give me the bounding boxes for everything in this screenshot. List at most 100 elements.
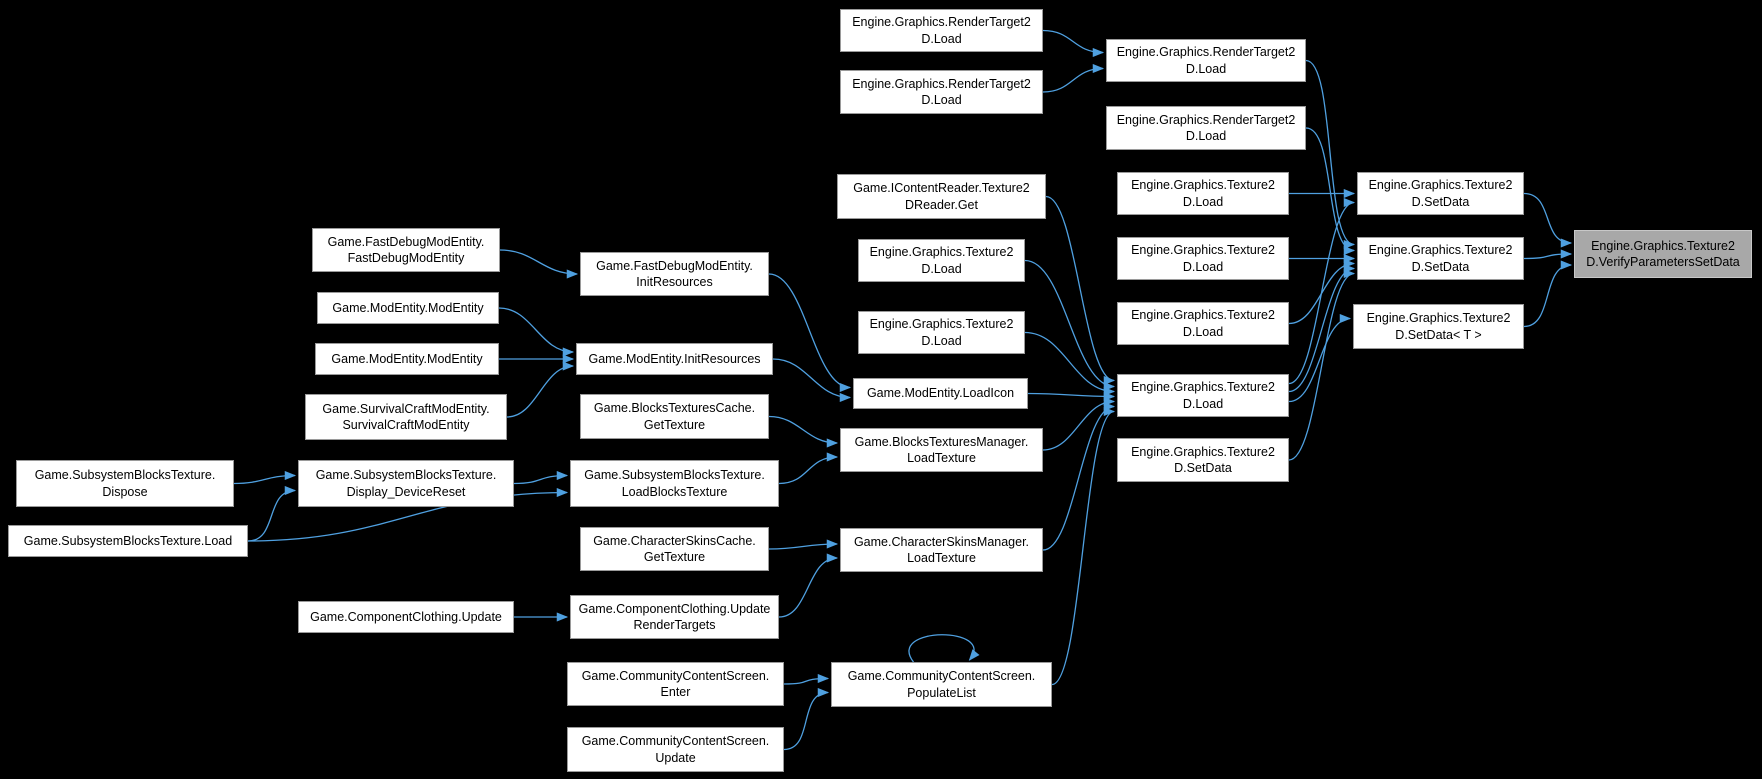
node-label-line: D.Load: [921, 333, 962, 348]
graph-node-ccs-update[interactable]: Game.CommunityContentScreen.Update: [567, 727, 784, 772]
graph-edge-t2d-load-a--t2d-load-hub: [1024, 259, 1116, 392]
graph-edge-ccs-pop--ccs-pop: [908, 634, 980, 663]
node-label-line: D.Load: [921, 261, 962, 276]
node-label-line: Engine.Graphics.Texture2: [1131, 308, 1275, 323]
node-label-line: D.Load: [1185, 129, 1227, 143]
graph-node-btm-lt[interactable]: Game.BlocksTexturesManager.LoadTexture: [840, 428, 1043, 472]
graph-edge-lbt--btm-lt: [778, 452, 839, 485]
graph-node-me-ctor-2[interactable]: Game.ModEntity.ModEntity: [315, 343, 499, 375]
graph-edge-fdme-ctor--fdme-init: [499, 249, 579, 279]
node-label-line: Game.CommunityContentScreen.: [581, 668, 770, 683]
graph-edge-t2d-setdata-5--setdata-b: [1288, 269, 1356, 461]
graph-edge-icr-get--t2d-load-hub: [1045, 195, 1116, 385]
graph-edge-rt-load-d--setdata-b: [1305, 127, 1356, 256]
graph-node-sbt-load[interactable]: Game.SubsystemBlocksTexture.Load: [8, 525, 248, 557]
node-label-line: Game.FastDebugModEntity.: [327, 234, 485, 249]
graph-edge-loadicon--t2d-load-hub: [1027, 391, 1116, 402]
node-label-line: D.Load: [1182, 396, 1224, 411]
graph-node-csc-get[interactable]: Game.CharacterSkinsCache.GetTexture: [580, 527, 769, 571]
graph-edge-csm-lt--t2d-load-hub: [1042, 401, 1116, 551]
node-label-line: Display_DeviceReset: [346, 484, 466, 499]
graph-edge-t2d-load-hub--setdata-b: [1288, 263, 1356, 393]
graph-node-loadicon[interactable]: Game.ModEntity.LoadIcon: [853, 378, 1028, 409]
node-label-line: FastDebugModEntity: [347, 251, 465, 265]
node-label-line: D.Load: [1185, 61, 1227, 76]
node-label-line: Engine.Graphics.Texture2: [869, 317, 1014, 332]
graph-edge-sbt-load--ddr: [247, 485, 297, 542]
node-label-line: Engine.Graphics.Texture2: [1131, 380, 1275, 395]
graph-edge-ddr--lbt: [513, 470, 569, 485]
node-label-line: Engine.Graphics.Texture2: [869, 245, 1014, 260]
graph-node-dispose[interactable]: Game.SubsystemBlocksTexture.Dispose: [16, 460, 234, 507]
graph-edge-setdata-a--verify: [1523, 192, 1573, 248]
node-label-line: Engine.Graphics.Texture2: [1591, 238, 1735, 253]
node-label-line: Engine.Graphics.RenderTarget2: [852, 76, 1031, 91]
node-label-line: Game.ComponentClothing.Update: [578, 601, 771, 616]
node-label-line: Game.ModEntity.LoadIcon: [866, 386, 1015, 401]
node-label-line: Game.CharacterSkinsManager.: [853, 534, 1030, 549]
node-label-line: Game.SurvivalCraftModEntity.: [322, 401, 490, 416]
node-label-line: Dispose: [102, 484, 148, 499]
graph-node-me-ctor-1[interactable]: Game.ModEntity.ModEntity: [317, 292, 499, 324]
graph-edge-t2d-load-hub--setdata-a: [1288, 198, 1356, 385]
graph-edge-t2d-load-b--t2d-load-hub: [1024, 331, 1116, 397]
graph-node-btc-get[interactable]: Game.BlocksTexturesCache.GetTexture: [580, 394, 769, 439]
node-label-line: GetTexture: [643, 417, 706, 432]
node-label-line: Game.ComponentClothing.Update: [310, 609, 502, 624]
graph-node-scme-ctor[interactable]: Game.SurvivalCraftModEntity. SurvivalCraf…: [305, 394, 507, 440]
node-label-line: Engine.Graphics.Texture2: [1131, 178, 1275, 193]
node-label-line: LoadTexture: [907, 451, 976, 465]
node-label-line: Game.SubsystemBlocksTexture.: [34, 468, 216, 483]
node-label-line: Engine.Graphics.RenderTarget2: [1116, 112, 1296, 127]
graph-node-ccs-enter[interactable]: Game.CommunityContentScreen.Enter: [567, 662, 784, 706]
node-label-line: Game.CommunityContentScreen.: [847, 669, 1036, 684]
graph-node-me-init[interactable]: Game.ModEntity.InitResources: [576, 343, 773, 375]
node-label-line: D.SetData: [1411, 259, 1470, 274]
node-label-line: Engine.Graphics.RenderTarget2: [852, 15, 1031, 30]
node-label-line: D.Load: [1182, 324, 1224, 339]
graph-node-lbt[interactable]: Game.SubsystemBlocksTexture.LoadBlocksTe…: [570, 460, 779, 507]
node-label-line: D.Load: [921, 31, 962, 46]
graph-edge-me-ctor-1--me-init: [498, 307, 575, 357]
node-label-line: Game.CommunityContentScreen.: [581, 734, 770, 749]
node-label-line: D.VerifyParametersSetData: [1586, 255, 1740, 269]
graph-node-cc-update[interactable]: Game.ComponentClothing.Update: [298, 601, 514, 633]
node-label-line: D.SetData: [1174, 461, 1232, 475]
node-label-line: D.SetData< T >: [1395, 327, 1482, 342]
node-label-line: Game.FastDebugModEntity.: [596, 258, 753, 273]
node-label-line: PopulateList: [907, 685, 976, 700]
graph-node-ddr[interactable]: Game.SubsystemBlocksTexture.Display_Devi…: [298, 460, 514, 507]
node-label-line: SurvivalCraftModEntity: [342, 418, 470, 432]
graph-edge-cc-urt--csm-lt: [778, 553, 839, 618]
node-label-line: DReader.Get: [905, 197, 978, 212]
node-label-line: Engine.Graphics.Texture2: [1368, 178, 1513, 193]
graph-node-csm-lt[interactable]: Game.CharacterSkinsManager.LoadTexture: [840, 528, 1043, 572]
graph-node-fdme-ctor[interactable]: Game.FastDebugModEntity. FastDebugModEnti…: [312, 228, 500, 272]
graph-node-fdme-init[interactable]: Game.FastDebugModEntity.InitResources: [580, 252, 769, 296]
graph-node-ccs-pop[interactable]: Game.CommunityContentScreen.PopulateList: [831, 662, 1052, 707]
graph-edge-btc-get--btm-lt: [768, 415, 839, 448]
graph-edge-t2d-load-hub--setdata-t: [1288, 313, 1352, 403]
graph-edge-csc-get--csm-lt: [768, 539, 839, 550]
node-label-line: D.SetData: [1411, 194, 1470, 209]
node-label-line: Game.SubsystemBlocksTexture.: [315, 468, 497, 483]
node-label-line: Engine.Graphics.Texture2: [1368, 243, 1513, 258]
